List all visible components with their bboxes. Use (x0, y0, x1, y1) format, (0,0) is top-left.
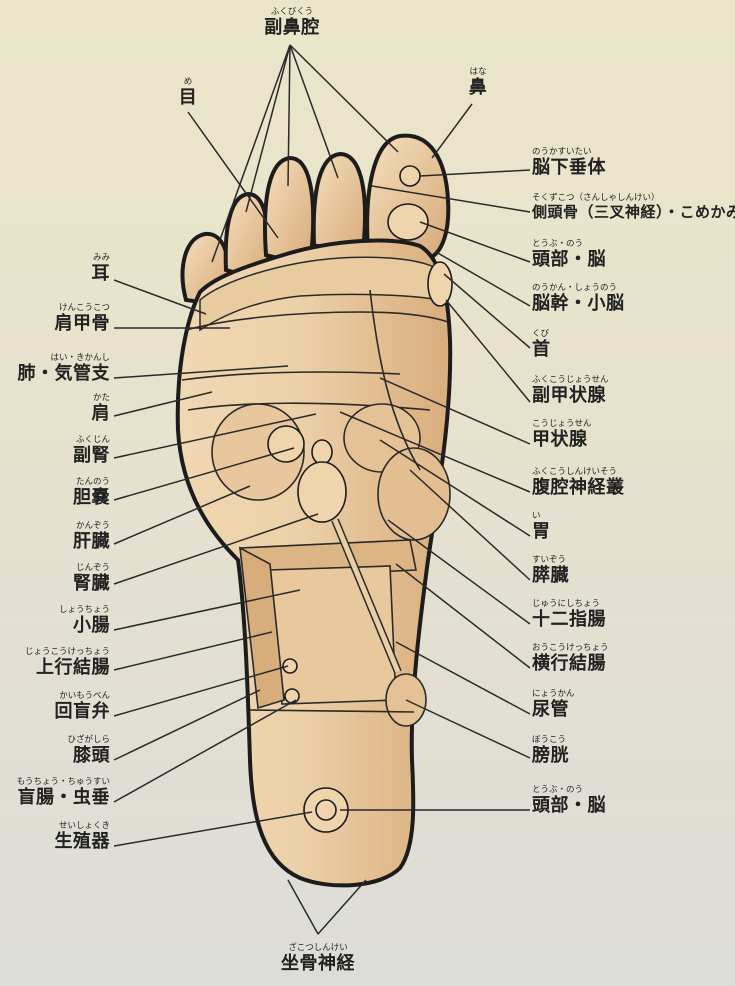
label-thyroid: こうじょうせん 甲状腺 (532, 420, 592, 449)
label-shoulder: かた 肩 (6, 394, 110, 423)
label-sinus: ふくびくう 副鼻腔 (252, 8, 332, 37)
label-ileocecal-valve: かいもうべん 回盲弁 (6, 692, 110, 721)
label-scapula: けんこうこつ 肩甲骨 (6, 304, 110, 333)
label-temporal-bone: そくずこつ（さんしゃしんけい） 側頭骨（三叉神経）・こめかみ (532, 194, 735, 220)
label-neck: くび 首 (532, 330, 551, 359)
label-adrenal: ふくじん 副腎 (6, 436, 110, 465)
label-pancreas: すいぞう 膵臓 (532, 556, 569, 585)
label-transverse-colon: おうこうけっちょう 横行結腸 (532, 644, 609, 673)
label-parathyroid: ふくこうじょうせん 副甲状腺 (532, 376, 609, 405)
kidney-point (312, 440, 332, 464)
ileocecal-point (283, 659, 297, 673)
label-head-brain-top: とうぶ・のう 頭部・脳 (532, 240, 606, 269)
label-lung: はい・きかんし 肺・気管支 (2, 354, 110, 383)
label-knee: ひざがしら 膝頭 (6, 736, 110, 765)
label-head-brain-heel: とうぶ・のう 頭部・脳 (532, 786, 606, 815)
heel-point-inner (316, 800, 336, 820)
small-intestine-zone (268, 566, 396, 704)
label-pituitary: のうかすいたい 脳下垂体 (532, 148, 606, 177)
gallbladder-zone (298, 462, 346, 522)
label-liver: かんぞう 肝臓 (6, 522, 110, 551)
label-kidney: じんぞう 腎臓 (6, 564, 110, 593)
brainstem-zone (428, 262, 452, 306)
label-duodenum: じゅうにしちょう 十二指腸 (532, 600, 606, 629)
label-nose: はな 鼻 (458, 68, 498, 97)
label-ureter: にょうかん 尿管 (532, 690, 575, 719)
label-bladder: ぼうこう 膀胱 (532, 736, 569, 765)
appendix-point (285, 689, 299, 703)
label-ascending-colon: じょうこうけっちょう 上行結腸 (2, 648, 110, 677)
label-brainstem: のうかん・しょうのう 脳幹・小脳 (532, 284, 625, 313)
label-reproductive: せいしょくき 生殖器 (6, 822, 110, 851)
label-gallbladder: たんのう 胆嚢 (6, 478, 110, 507)
label-sciatic-nerve: ざこつしんけい 坐骨神経 (268, 944, 368, 973)
label-ear: みみ 耳 (6, 254, 110, 283)
label-stomach: い 胃 (532, 512, 551, 541)
pituitary-point (400, 166, 420, 186)
label-eye: め 目 (168, 78, 208, 107)
label-solar-plexus: ふくこうしんけいそう 腹腔神経叢 (532, 468, 625, 497)
adrenal-point (268, 426, 304, 462)
label-appendix: もうちょう・ちゅうすい 盲腸・虫垂 (2, 778, 110, 807)
label-small-intestine: しょうちょう 小腸 (6, 606, 110, 635)
